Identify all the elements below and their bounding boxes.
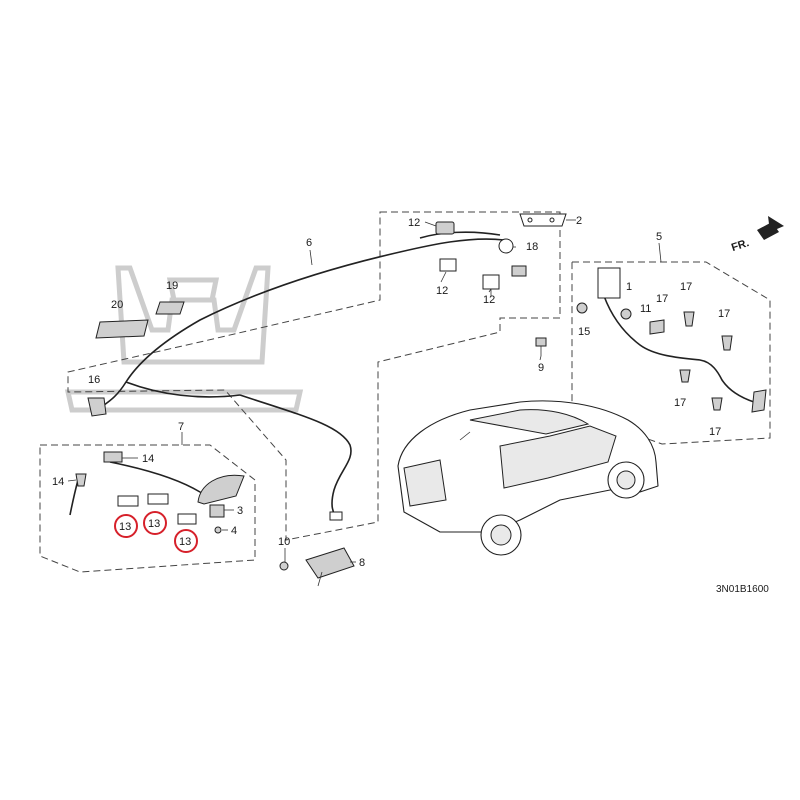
module-part-8 [305, 547, 355, 587]
callout-6: 6 [306, 237, 312, 249]
front-direction-label: FR. [730, 237, 751, 254]
brand-watermark-logo [64, 265, 304, 413]
callout-3: 3 [237, 505, 243, 517]
callout-15: 15 [578, 326, 590, 338]
pad-part-19 [155, 301, 185, 315]
callout-2: 2 [576, 215, 582, 227]
callout-13a: 13 [119, 521, 131, 533]
callout-16: 16 [88, 374, 100, 386]
callout-17a: 17 [680, 281, 692, 293]
roof-cable-harness [99, 231, 505, 521]
group-outline-7 [39, 444, 256, 573]
clip-part-16 [87, 397, 107, 417]
callout-13c: 13 [179, 536, 191, 548]
callout-12a: 12 [408, 217, 420, 229]
callout-12c: 12 [483, 294, 495, 306]
leader-lines [67, 219, 662, 563]
callout-18: 18 [526, 241, 538, 253]
callout-13b: 13 [148, 518, 160, 530]
callout-12b: 12 [436, 285, 448, 297]
bracket-part-2 [519, 213, 567, 227]
front-direction-arrow-icon [757, 216, 784, 240]
callout-9: 9 [538, 362, 544, 374]
callout-17e: 17 [709, 426, 721, 438]
callout-8: 8 [359, 557, 365, 569]
callout-7: 7 [178, 421, 184, 433]
callout-numbers: 2 3 4 5 6 7 8 9 10 11 12 12 12 13 13 13 … [52, 215, 730, 569]
callout-20: 20 [111, 299, 123, 311]
callout-19: 19 [166, 280, 178, 292]
callout-1: 1 [626, 281, 632, 293]
vehicle-illustration [397, 400, 659, 556]
callout-11: 11 [640, 303, 651, 315]
pad-part-20 [95, 319, 149, 339]
diagram-code: 3N01B1600 [716, 584, 769, 595]
callout-10: 10 [278, 536, 290, 548]
callout-17b: 17 [656, 293, 668, 305]
clip-part-12 [435, 221, 500, 296]
callout-17d: 17 [674, 397, 686, 409]
antenna-assembly-7 [69, 451, 245, 534]
group-outline-6 [67, 211, 561, 541]
bolt-part-9 [535, 337, 547, 356]
rear-harness-assembly-5 [576, 267, 767, 413]
callout-5: 5 [656, 231, 662, 243]
callout-14a: 14 [142, 453, 154, 465]
bolt-part-10 [279, 561, 289, 571]
callout-14b: 14 [52, 476, 64, 488]
callout-4: 4 [231, 525, 237, 537]
connector-part-18 [498, 238, 527, 277]
callout-17c: 17 [718, 308, 730, 320]
highlight-circles-13 [114, 511, 198, 553]
